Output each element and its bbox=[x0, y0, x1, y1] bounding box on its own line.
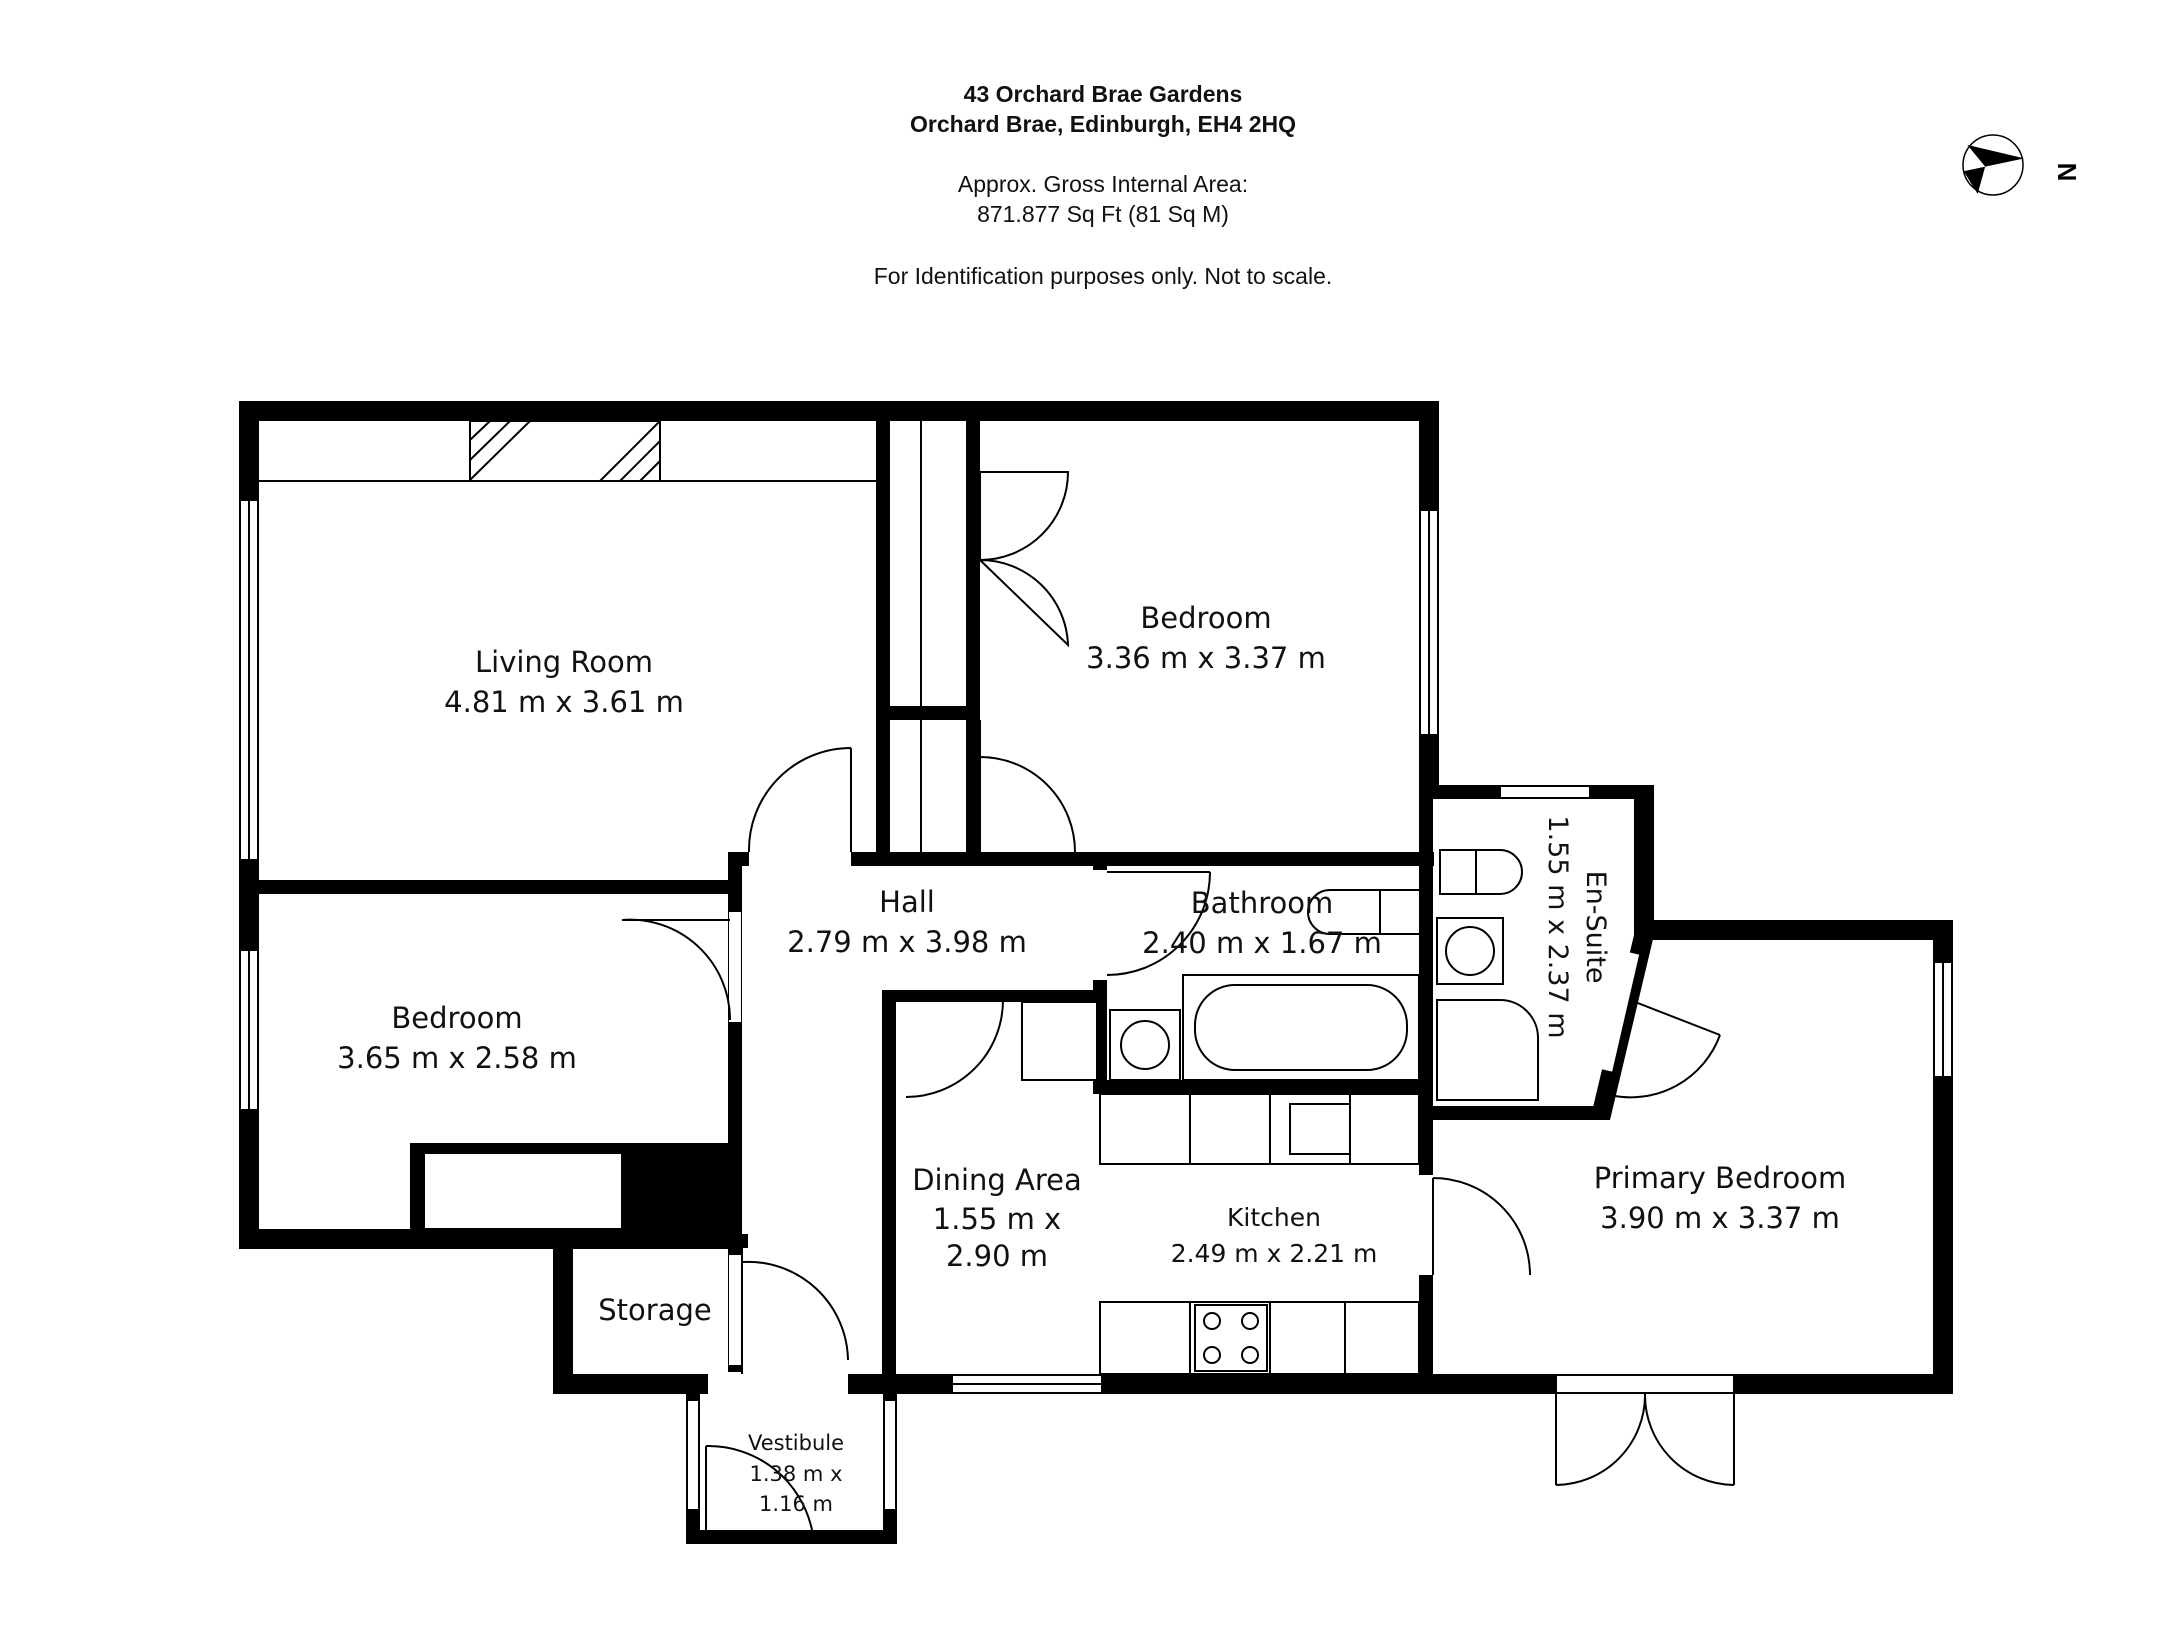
room-living-room: Living Room 4.81 m x 3.61 m bbox=[444, 645, 684, 719]
room-dims-line2: 2.90 m bbox=[946, 1239, 1048, 1273]
window-primary-bottom bbox=[1555, 1374, 1735, 1394]
address-line-2: Orchard Brae, Edinburgh, EH4 2HQ bbox=[910, 111, 1296, 137]
dining-cabinet bbox=[1021, 1001, 1098, 1081]
sink-icon bbox=[1109, 1009, 1181, 1081]
room-name: Bathroom bbox=[1191, 886, 1333, 920]
window-vestibule-left bbox=[686, 1399, 700, 1511]
window-vestibule-right bbox=[883, 1399, 897, 1511]
room-dims: 4.81 m x 3.61 m bbox=[444, 685, 684, 719]
door-french-doors bbox=[1555, 1393, 1735, 1486]
room-bedroom-top: Bedroom 3.36 m x 3.37 m bbox=[1086, 601, 1326, 675]
room-hall: Hall 2.79 m x 3.98 m bbox=[787, 885, 1027, 959]
room-storage: Storage bbox=[598, 1293, 711, 1327]
north-arrow-icon: N bbox=[1962, 134, 2082, 196]
door-primary-bedroom bbox=[1432, 1177, 1531, 1276]
area-label: Approx. Gross Internal Area: bbox=[958, 171, 1248, 197]
ensuite-toilet-icon bbox=[1439, 849, 1523, 895]
room-name: Living Room bbox=[475, 645, 653, 679]
room-ensuite: En-Suite 1.55 m x 2.37 m bbox=[1542, 815, 1611, 1038]
room-bedroom-left: Bedroom 3.65 m x 2.58 m bbox=[337, 1001, 577, 1075]
room-kitchen: Kitchen 2.49 m x 2.21 m bbox=[1171, 1203, 1378, 1268]
door-bedroom-left bbox=[621, 918, 732, 1021]
wardrobe bbox=[423, 1152, 623, 1230]
room-dims: 2.40 m x 1.67 m bbox=[1142, 926, 1382, 960]
room-name: Kitchen bbox=[1227, 1203, 1321, 1232]
door-storage bbox=[741, 1260, 849, 1361]
fireplace bbox=[469, 420, 661, 482]
door-bathroom bbox=[1106, 871, 1211, 976]
room-dims: 3.90 m x 3.37 m bbox=[1600, 1201, 1840, 1235]
door-ensuite bbox=[1609, 999, 1721, 1099]
room-dims: 2.79 m x 3.98 m bbox=[787, 925, 1027, 959]
door-openings bbox=[708, 852, 1640, 1394]
kitchen-sink-icon bbox=[1289, 1103, 1351, 1155]
room-vestibule: Vestibule 1.38 m x 1.16 m bbox=[748, 1431, 844, 1516]
door-cupboard-lower bbox=[979, 720, 1076, 853]
room-dims-line1: 1.55 m x bbox=[933, 1202, 1061, 1236]
room-name: Storage bbox=[598, 1293, 711, 1327]
plan-header: 43 Orchard Brae Gardens Orchard Brae, Ed… bbox=[874, 81, 1333, 289]
hob-icon bbox=[1194, 1304, 1268, 1372]
room-name: Bedroom bbox=[391, 1001, 522, 1035]
room-dims-line1: 1.38 m x bbox=[750, 1462, 843, 1486]
area-value: 871.877 Sq Ft (81 Sq M) bbox=[977, 201, 1229, 227]
room-dims: 3.36 m x 3.37 m bbox=[1086, 641, 1326, 675]
kitchen-counter-bottom bbox=[1099, 1301, 1420, 1375]
ensuite-sink-icon bbox=[1436, 917, 1504, 985]
room-dims: 2.49 m x 2.21 m bbox=[1171, 1239, 1378, 1268]
fixtures bbox=[259, 420, 1539, 1375]
door-dining bbox=[905, 999, 1004, 1098]
compass-label: N bbox=[2052, 163, 2082, 182]
room-bathroom: Bathroom 2.40 m x 1.67 m bbox=[1142, 886, 1382, 960]
room-dims-line2: 1.16 m bbox=[759, 1492, 833, 1516]
room-dims: 1.55 m x 2.37 m bbox=[1542, 815, 1573, 1038]
room-labels: Living Room 4.81 m x 3.61 m Bedroom 3.36… bbox=[337, 601, 1846, 1516]
address-line-1: 43 Orchard Brae Gardens bbox=[964, 81, 1243, 107]
window-ensuite bbox=[1499, 785, 1591, 799]
bath-icon bbox=[1182, 974, 1420, 1081]
door-living-room bbox=[747, 747, 852, 853]
door-wardrobe-2 bbox=[979, 559, 1070, 648]
room-name: Bedroom bbox=[1140, 601, 1271, 635]
room-primary-bedroom: Primary Bedroom 3.90 m x 3.37 m bbox=[1594, 1161, 1846, 1235]
fireplace-hatch-icon bbox=[469, 420, 661, 482]
room-name: Primary Bedroom bbox=[1594, 1161, 1846, 1195]
toilet-icon bbox=[1307, 889, 1421, 935]
room-dims: 3.65 m x 2.58 m bbox=[337, 1041, 577, 1075]
room-name: En-Suite bbox=[1580, 871, 1611, 984]
door-vestibule bbox=[705, 1444, 813, 1531]
kitchen-counter-top bbox=[1099, 1093, 1420, 1165]
shower-icon bbox=[1436, 999, 1539, 1101]
disclaimer: For Identification purposes only. Not to… bbox=[874, 263, 1333, 289]
room-name: Hall bbox=[879, 885, 935, 919]
windows bbox=[239, 499, 1953, 1511]
room-name: Vestibule bbox=[748, 1431, 844, 1455]
room-name: Dining Area bbox=[912, 1163, 1082, 1197]
door-wardrobe-1 bbox=[979, 471, 1070, 562]
room-dining-area: Dining Area 1.55 m x 2.90 m bbox=[912, 1163, 1082, 1273]
doors bbox=[621, 471, 1735, 1531]
